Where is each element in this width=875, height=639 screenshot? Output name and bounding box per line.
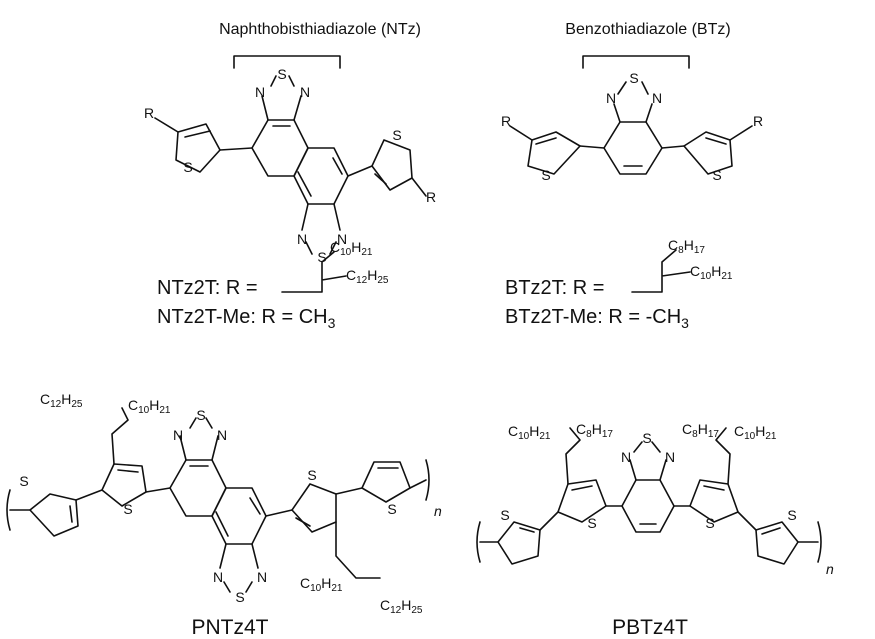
repeat-n: n bbox=[434, 503, 442, 519]
pbtz4t-label: PBTz4T bbox=[612, 616, 688, 639]
atom-s: S bbox=[392, 127, 401, 143]
chain-c10h21: C10H21 bbox=[330, 239, 373, 258]
atom-s: S bbox=[587, 515, 596, 531]
atom-s: S bbox=[712, 167, 721, 183]
ntz2t-structure: S N N N N S S S R R bbox=[144, 66, 436, 265]
atom-s: S bbox=[387, 501, 396, 517]
atom-s: S bbox=[19, 473, 28, 489]
atom-n: N bbox=[257, 569, 267, 585]
atom-s: S bbox=[235, 589, 244, 605]
atom-s: S bbox=[541, 167, 550, 183]
btz-header: Benzothiadiazole (BTz) bbox=[565, 21, 730, 38]
repeat-n: n bbox=[826, 561, 834, 577]
ntz2t-me-formula: NTz2T-Me: R = CH3 bbox=[157, 306, 336, 331]
ntz-header: Naphthobisthiadiazole (NTz) bbox=[219, 21, 421, 38]
chain-c12h25: C12H25 bbox=[380, 597, 423, 616]
atom-s: S bbox=[183, 159, 192, 175]
atom-n: N bbox=[606, 90, 616, 106]
btz2t-side-chain: C8H17 C10H21 bbox=[631, 237, 733, 293]
atom-s: S bbox=[629, 70, 638, 86]
chain-c8h17: C8H17 bbox=[576, 421, 613, 440]
chain-c8h17: C8H17 bbox=[682, 421, 719, 440]
chain-c10h21: C10H21 bbox=[690, 263, 733, 282]
atom-n: N bbox=[213, 569, 223, 585]
ntz-bracket bbox=[233, 55, 341, 69]
chain-c10h21: C10H21 bbox=[128, 397, 171, 416]
btz2t-formula: BTz2T: R = bbox=[505, 277, 604, 299]
chain-c10h21: C10H21 bbox=[300, 575, 343, 594]
pbtz4t-structure: S S S N N S S n C10H21 C8H17 C8H17 C10H2… bbox=[476, 421, 834, 577]
atom-n: N bbox=[621, 449, 631, 465]
chain-c10h21: C10H21 bbox=[508, 423, 551, 442]
atom-n: N bbox=[297, 231, 307, 247]
atom-n: N bbox=[652, 90, 662, 106]
atom-n: N bbox=[173, 427, 183, 443]
atom-n: N bbox=[665, 449, 675, 465]
atom-s: S bbox=[787, 507, 796, 523]
atom-s: S bbox=[196, 407, 205, 423]
ntz2t-formula: NTz2T: R = bbox=[157, 277, 258, 299]
btz2t-me-formula: BTz2T-Me: R = -CH3 bbox=[505, 306, 689, 331]
pntz4t-label: PNTz4T bbox=[191, 616, 268, 639]
atom-r: R bbox=[753, 113, 763, 129]
atom-s: S bbox=[642, 430, 651, 446]
ntz2t-side-chain: C10H21 C12H25 bbox=[281, 239, 389, 293]
atom-n: N bbox=[337, 231, 347, 247]
btz2t-structure: S N N S S R R bbox=[501, 70, 763, 183]
atom-s: S bbox=[307, 467, 316, 483]
chain-c12h25: C12H25 bbox=[40, 391, 83, 410]
atom-s: S bbox=[277, 66, 286, 82]
atom-n: N bbox=[300, 84, 310, 100]
atom-r: R bbox=[501, 113, 511, 129]
atom-n: N bbox=[217, 427, 227, 443]
atom-n: N bbox=[255, 84, 265, 100]
atom-r: R bbox=[426, 189, 436, 205]
atom-s: S bbox=[123, 501, 132, 517]
atom-r: R bbox=[144, 105, 154, 121]
chain-c12h25: C12H25 bbox=[346, 267, 389, 286]
btz-bracket bbox=[582, 55, 690, 69]
atom-s: S bbox=[500, 507, 509, 523]
chain-c10h21: C10H21 bbox=[734, 423, 777, 442]
pntz4t-structure: S S S N N N N S S S n C12H25 C10H21 C10H… bbox=[6, 391, 442, 616]
atom-s: S bbox=[705, 515, 714, 531]
atom-s: S bbox=[317, 249, 326, 265]
chain-c8h17: C8H17 bbox=[668, 237, 705, 256]
